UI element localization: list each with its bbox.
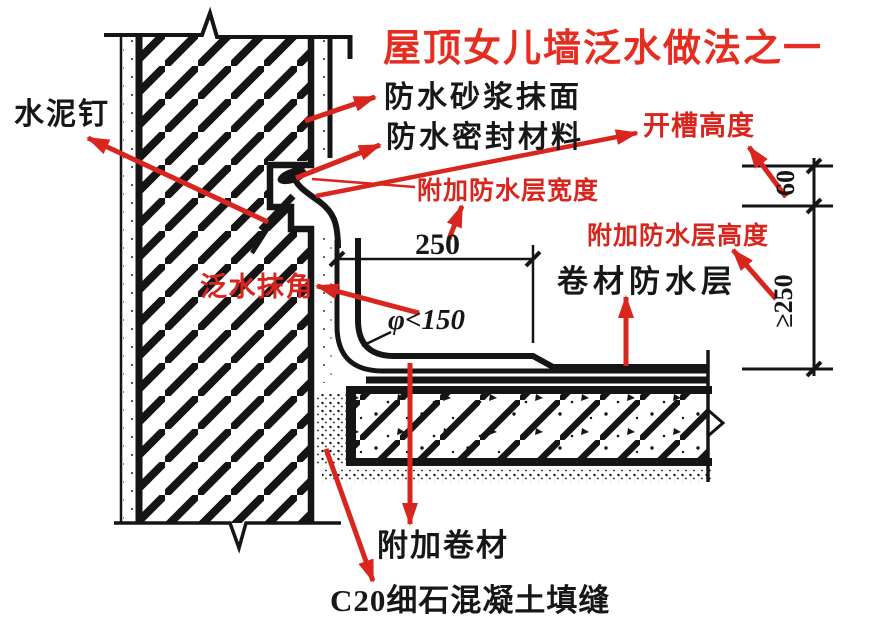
dimension-250	[328, 245, 542, 343]
roof-slab	[317, 350, 726, 482]
arrow-mortar-finish	[304, 94, 377, 124]
label-c20-fill: C20细石混凝土填缝	[330, 583, 611, 618]
fillet-radius-text: φ<150	[388, 304, 465, 336]
label-cement-nail: 水泥钉	[14, 98, 110, 131]
label-mortar-finish: 防水砂浆抹面	[384, 81, 582, 114]
cement-nail-graphic	[250, 193, 296, 255]
arrow-c20-fill	[323, 448, 376, 583]
dimension-250-text: 250	[415, 228, 460, 261]
groove-sealant	[277, 163, 341, 249]
label-added-membrane: 附加卷材	[377, 528, 509, 563]
label-added-layer-height: 附加防水层高度	[587, 222, 770, 250]
arrow-flashing-fillet	[315, 283, 420, 316]
label-added-layer-width: 附加防水层宽度	[417, 177, 600, 205]
arrow-sealing-material	[295, 142, 382, 181]
wall-bottom-break-line	[114, 521, 341, 554]
ceiling-plaster-band	[322, 468, 712, 482]
slab-break-zigzag	[707, 408, 726, 438]
arrow-groove-height-right	[746, 145, 789, 199]
label-groove-height: 开槽高度	[643, 111, 755, 141]
label-sealing-material: 防水密封材料	[386, 121, 584, 154]
arrow-groove-height-left	[315, 129, 639, 199]
arrow-added-layer-width	[446, 204, 465, 240]
fillet-radius-leader	[361, 330, 392, 348]
drawing-title: 屋顶女儿墙泛水做法之一	[383, 28, 824, 70]
parapet-wall	[104, 6, 353, 554]
arrow-added-layer-height	[731, 248, 778, 301]
arrow-cement-nail	[86, 135, 270, 225]
label-membrane-layer: 卷材防水层	[557, 264, 737, 299]
dimension-60-text: 60	[771, 170, 800, 196]
label-flashing-fillet: 泛水抹角	[200, 272, 314, 302]
leader-added-layer-width	[311, 177, 416, 189]
c20-fill-region	[317, 394, 346, 466]
dimension-min250-text: ≥250	[769, 274, 798, 328]
flashing-membrane	[334, 238, 709, 384]
wall-top-break-line	[104, 6, 352, 39]
annotation-arrows	[86, 94, 789, 583]
